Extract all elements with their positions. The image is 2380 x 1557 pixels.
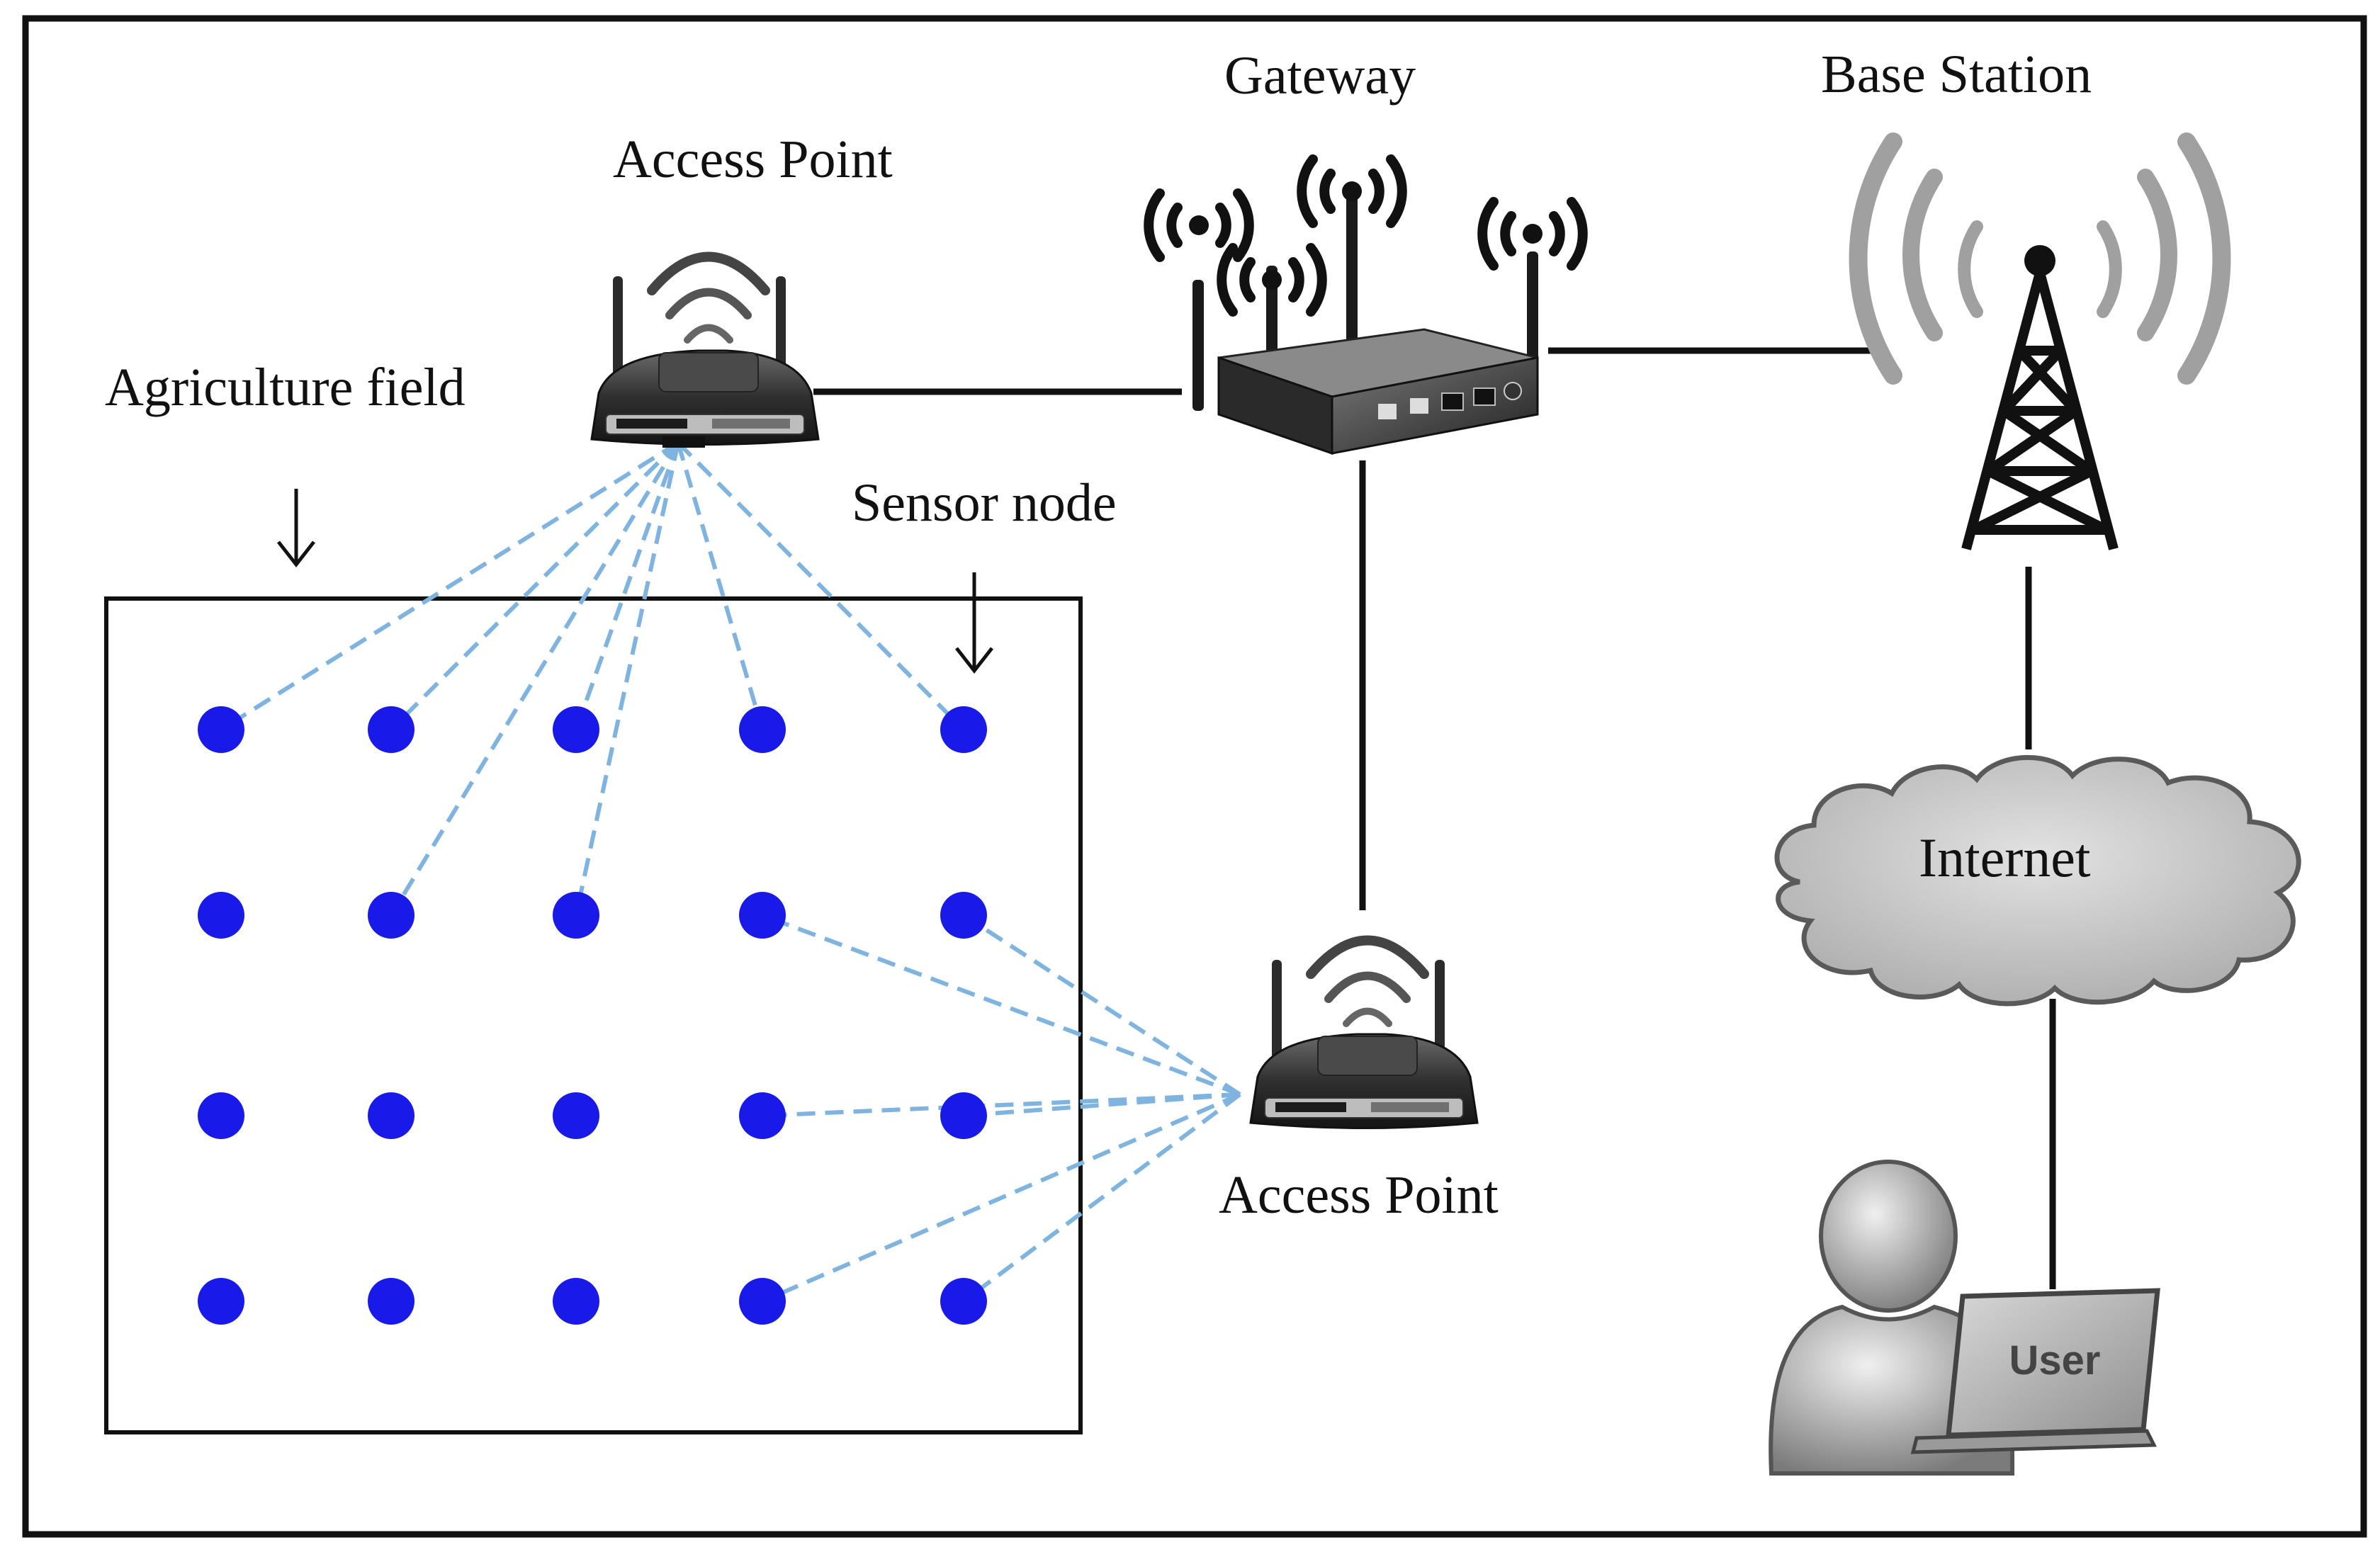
sensor-node: [553, 706, 599, 753]
sensor-node: [553, 892, 599, 939]
sensor-node: [553, 1278, 599, 1325]
wireless-links: [220, 441, 1241, 1303]
cell-tower-icon: [1849, 132, 2231, 550]
label-internet: Internet: [1919, 827, 2091, 888]
gateway-router-icon: [1144, 154, 1588, 455]
label-gateway: Gateway: [1224, 46, 1416, 106]
user-laptop-icon: User: [1769, 1160, 2160, 1476]
wifi-router-icon: [590, 251, 820, 448]
outer-frame: [22, 15, 2367, 1538]
agriculture-field-box: [104, 596, 1083, 1434]
arrow-agriculture-field: [277, 489, 315, 568]
wireless-link: [220, 441, 679, 732]
sensor-node: [368, 1278, 414, 1325]
wireless-link: [963, 1092, 1241, 1118]
user-label: User: [2009, 1337, 2101, 1383]
wireless-link: [962, 913, 1241, 1097]
sensor-node: [739, 892, 786, 939]
wireless-link: [761, 913, 1241, 1097]
wireless-link: [676, 441, 966, 732]
wireless-link: [761, 1092, 1241, 1303]
sensor-node: [368, 706, 414, 753]
label-agriculture-field: Agriculture field: [105, 358, 466, 417]
label-access-point-top: Access Point: [613, 130, 893, 189]
sensor-node: [739, 1278, 786, 1325]
wireless-link: [574, 441, 680, 731]
wireless-link: [676, 442, 765, 730]
sensor-node: [940, 1278, 987, 1325]
sensor-node: [739, 1092, 786, 1139]
sensor-node: [553, 1092, 599, 1139]
sensor-node: [198, 1278, 244, 1325]
sensor-node: [198, 706, 244, 753]
sensor-node: [368, 892, 414, 939]
wireless-link: [762, 1092, 1241, 1118]
wireless-link: [389, 441, 680, 917]
arrow-sensor-node: [955, 572, 993, 674]
cloud-icon: [1774, 754, 2301, 1007]
label-sensor-node: Sensor node: [852, 473, 1117, 533]
label-base-station: Base Station: [1821, 45, 2092, 104]
sensor-node: [368, 1092, 414, 1139]
sensor-node: [940, 892, 987, 939]
sensor-node: [739, 706, 786, 753]
wireless-link: [574, 442, 680, 916]
wifi-router-icon: [1249, 935, 1479, 1129]
solid-links: [813, 347, 2056, 1289]
sensor-node: [940, 1092, 987, 1139]
sensor-nodes: [198, 706, 987, 1325]
wireless-link: [962, 1092, 1241, 1303]
sensor-node: [198, 1092, 244, 1139]
sensor-node: [940, 706, 987, 753]
label-access-point-bottom: Access Point: [1219, 1165, 1499, 1225]
sensor-node: [198, 892, 244, 939]
wireless-link: [389, 441, 680, 732]
